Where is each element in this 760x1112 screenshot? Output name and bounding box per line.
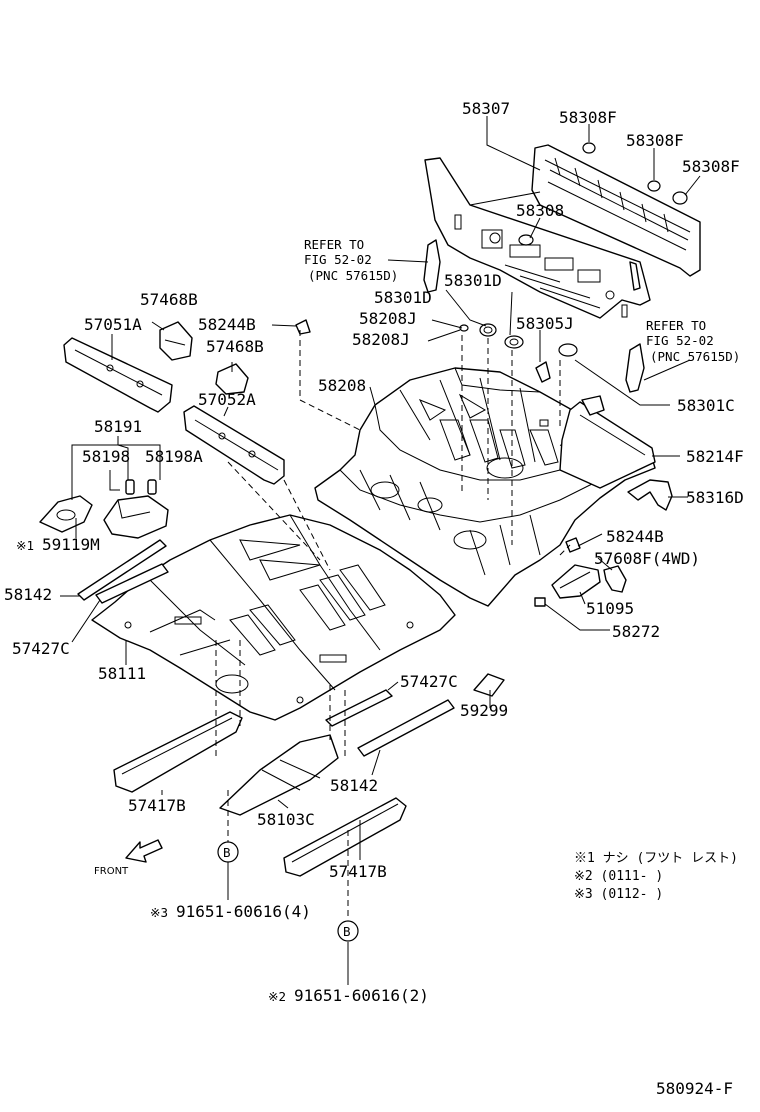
refer-note-1-line-1: REFER TO	[304, 237, 364, 252]
callout-b-2-letter: B	[343, 924, 351, 939]
side-rail-57417B-right	[283, 797, 407, 877]
label-58305J: 58305J	[516, 314, 574, 333]
label-58272: 58272	[612, 622, 660, 641]
footnote-2: ※2 (0111‐ )	[574, 869, 663, 884]
clip-58305J	[535, 361, 551, 383]
label-58208J-2: 58208J	[352, 330, 410, 349]
side-rail-57417B-left	[113, 711, 243, 793]
bolt-58198	[125, 479, 135, 495]
callout-circle-b-1	[217, 841, 239, 863]
bracket-refer-2	[625, 343, 645, 393]
label-57427C-2: 57427C	[400, 672, 458, 691]
label-59299: 59299	[460, 701, 508, 720]
clip-58244B-left	[295, 319, 311, 335]
front-floor-pan-58111	[91, 514, 456, 721]
rear-panel-58307	[424, 144, 701, 319]
bolt-2-mark: ※2	[268, 989, 286, 1004]
label-58208: 58208	[318, 376, 366, 395]
bolt-1-mark: ※3	[150, 905, 168, 920]
front-label: FRONT	[94, 866, 129, 877]
label-58208J-1: 58208J	[359, 309, 417, 328]
label-57417B-1: 57417B	[128, 796, 186, 815]
refer-note-2-line-2: FIG 52-02	[646, 333, 714, 348]
reinforcement-58142-left	[77, 539, 167, 601]
label-58191: 58191	[94, 417, 142, 436]
label-58301D-1: 58301D	[444, 271, 502, 290]
support-58191	[103, 495, 169, 539]
label-58214F: 58214F	[686, 447, 744, 466]
bolt-1-label: 91651-60616(4)	[176, 902, 311, 921]
grommet-58301D	[479, 323, 497, 337]
refer-note-1-line-2: FIG 52-02	[304, 252, 372, 267]
wheelhouse-58316D	[627, 479, 673, 511]
label-58198A: 58198A	[145, 447, 203, 466]
plug-58208J	[459, 324, 469, 332]
grommet-58305J-right	[558, 343, 578, 357]
footnote-3: ※3 (0112‐ )	[574, 887, 663, 902]
refer-note-2-line-1: REFER TO	[646, 318, 706, 333]
bracket-refer-1	[423, 239, 441, 293]
reinforcement-57427C-right	[325, 689, 393, 727]
label-58307: 58307	[462, 99, 510, 118]
label-58308F-1: 58308F	[559, 108, 617, 127]
label-58111: 58111	[98, 664, 146, 683]
label-58308F-2: 58308F	[626, 131, 684, 150]
label-57417B-2: 57417B	[329, 862, 387, 881]
label-51095: 51095	[586, 599, 634, 618]
label-58142-2: 58142	[330, 776, 378, 795]
label-57608F: 57608F(4WD)	[594, 549, 700, 568]
callout-b-1-letter: B	[223, 845, 231, 860]
label-58244B-1: 58244B	[198, 315, 256, 334]
bracket-57468B-1	[159, 321, 193, 361]
front-arrow-icon	[125, 839, 163, 863]
callout-circle-b-2	[337, 920, 359, 942]
bracket-57468B-2	[215, 363, 249, 395]
bracket-51095	[551, 564, 601, 599]
plug-58308F-2	[647, 180, 661, 192]
bracket-57608F	[603, 565, 627, 593]
bracket-57052A	[183, 405, 285, 485]
grommet-58305J	[504, 335, 524, 349]
label-59119M: 59119M	[42, 535, 100, 554]
label-58316D: 58316D	[686, 488, 744, 507]
bolt-2-label: 91651-60616(2)	[294, 986, 429, 1005]
reinforcement-58142-right	[357, 699, 455, 757]
footnote-1: ※1 ナシ (フツト レスト)	[574, 851, 738, 866]
label-57468B-2: 57468B	[206, 337, 264, 356]
plug-58308F-1	[582, 142, 596, 154]
bracket-58244B-right	[565, 537, 581, 553]
leader-lines	[60, 116, 701, 985]
label-58198: 58198	[82, 447, 130, 466]
label-57051A: 57051A	[84, 315, 142, 334]
plug-58308-center	[518, 234, 534, 246]
clip-58272	[534, 597, 546, 607]
bolt-58198A	[147, 479, 157, 495]
label-58244B-2: 58244B	[606, 527, 664, 546]
label-57468B-1: 57468B	[140, 290, 198, 309]
label-57052A: 57052A	[198, 390, 256, 409]
tunnel-brace-58103C	[219, 734, 339, 816]
label-58301D-2: 58301D	[374, 288, 432, 307]
refer-note-1-line-3: (PNC 57615D)	[308, 268, 398, 283]
plate-59299	[473, 673, 505, 697]
refer-note-2-line-3: (PNC 57615D)	[650, 349, 740, 364]
assembly-lines	[215, 330, 571, 920]
plug-58308F-3	[672, 191, 688, 205]
label-58308F-3: 58308F	[682, 157, 740, 176]
label-58142-1: 58142	[4, 585, 52, 604]
label-59119M-mark: ※1	[16, 538, 34, 553]
label-58301C: 58301C	[677, 396, 735, 415]
label-58103C: 58103C	[257, 810, 315, 829]
crossmember-58214F	[559, 395, 656, 489]
pad-59119M	[39, 495, 93, 533]
label-57427C-1: 57427C	[12, 639, 70, 658]
label-58308: 58308	[516, 201, 564, 220]
diagram-code: 580924-F	[656, 1079, 733, 1098]
bracket-57051A	[63, 337, 173, 413]
